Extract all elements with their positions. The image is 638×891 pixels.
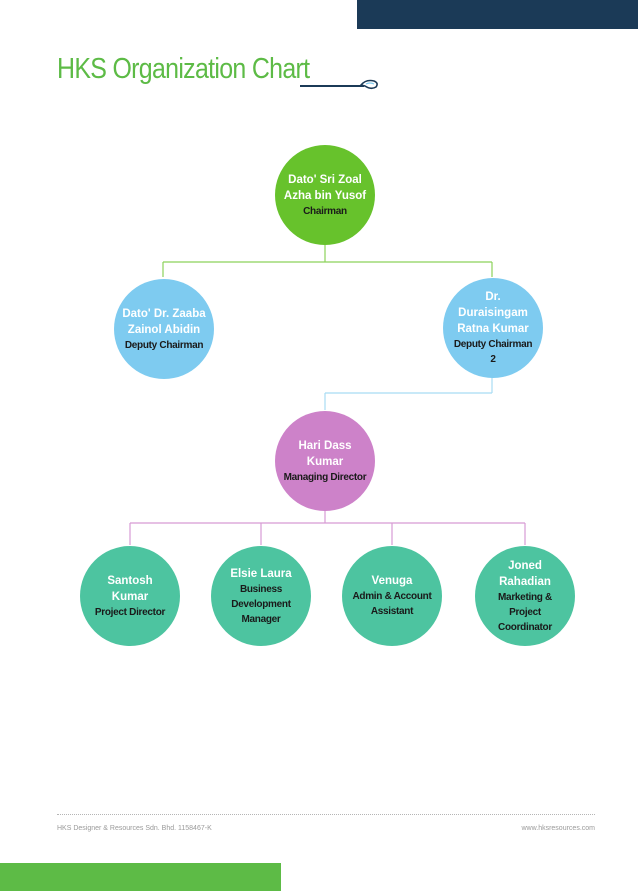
deputy-1-name-line-2: Zainol Abidin: [127, 323, 201, 336]
staff-role-line-2: Assistant: [370, 606, 414, 617]
staff-role-line-1: Admin & Account: [352, 591, 432, 602]
footer-company: HKS Designer & Resources Sdn. Bhd. 11584…: [57, 825, 212, 832]
footer-divider: [57, 814, 595, 815]
node-managing-director: Hari Dass Kumar Managing Director: [275, 411, 375, 511]
footer-accent-bar: [0, 863, 281, 891]
staff-name: Elsie Laura: [230, 567, 292, 580]
deputy-2-name-line-2: Ratna Kumar: [457, 323, 529, 335]
deputy-1-role: Deputy Chairman: [124, 339, 204, 351]
deputy-2-name-line-1: Dr. Duraisingam: [458, 291, 528, 319]
staff-role-line-2: Coordinator: [498, 621, 552, 633]
page-title: HKS Organization Chart: [57, 53, 310, 85]
staff-role-line-1: Project Director: [94, 606, 166, 618]
node-marketing-project-coordinator: Joned Rahadian Marketing & Project Coord…: [475, 546, 575, 646]
footer-website: www.hksresources.com: [521, 825, 595, 832]
staff-name: Venuga: [371, 575, 413, 587]
staff-role-line-1: Business: [239, 583, 283, 595]
node-deputy-chairman-2: Dr. Duraisingam Ratna Kumar Deputy Chair…: [443, 278, 543, 378]
deputy-1-name-line-1: Dato' Dr. Zaaba: [122, 307, 206, 320]
chairman-name-line-2: Azha bin Yusof: [283, 189, 367, 202]
staff-name: Joned Rahadian: [499, 559, 551, 588]
title-underline: [300, 85, 364, 87]
node-project-director: Santosh Kumar Project Director: [80, 546, 180, 646]
deputy-2-role: Deputy Chairman 2: [453, 339, 533, 365]
chairman-name-line-1: Dato' Sri Zoal: [288, 173, 362, 186]
node-deputy-chairman: Dato' Dr. Zaaba Zainol Abidin Deputy Cha…: [114, 279, 214, 379]
managing-director-role: Managing Director: [283, 471, 367, 483]
managing-director-name: Hari Dass Kumar: [298, 439, 352, 468]
node-business-development-manager: Elsie Laura Business Development Manager: [211, 546, 311, 646]
title-arrow-ornament: [360, 79, 378, 90]
staff-role-line-2: Development: [231, 598, 291, 610]
staff-role-line-1: Marketing & Project: [498, 591, 552, 618]
node-chairman: Dato' Sri Zoal Azha bin Yusof Chairman: [275, 145, 375, 245]
header-accent-bar: [357, 0, 638, 29]
staff-role-line-3: Manager: [241, 613, 281, 625]
chairman-role: Chairman: [303, 205, 347, 217]
node-admin-account-assistant: Venuga Admin & Account Assistant: [342, 546, 442, 646]
staff-name: Santosh Kumar: [107, 574, 153, 603]
